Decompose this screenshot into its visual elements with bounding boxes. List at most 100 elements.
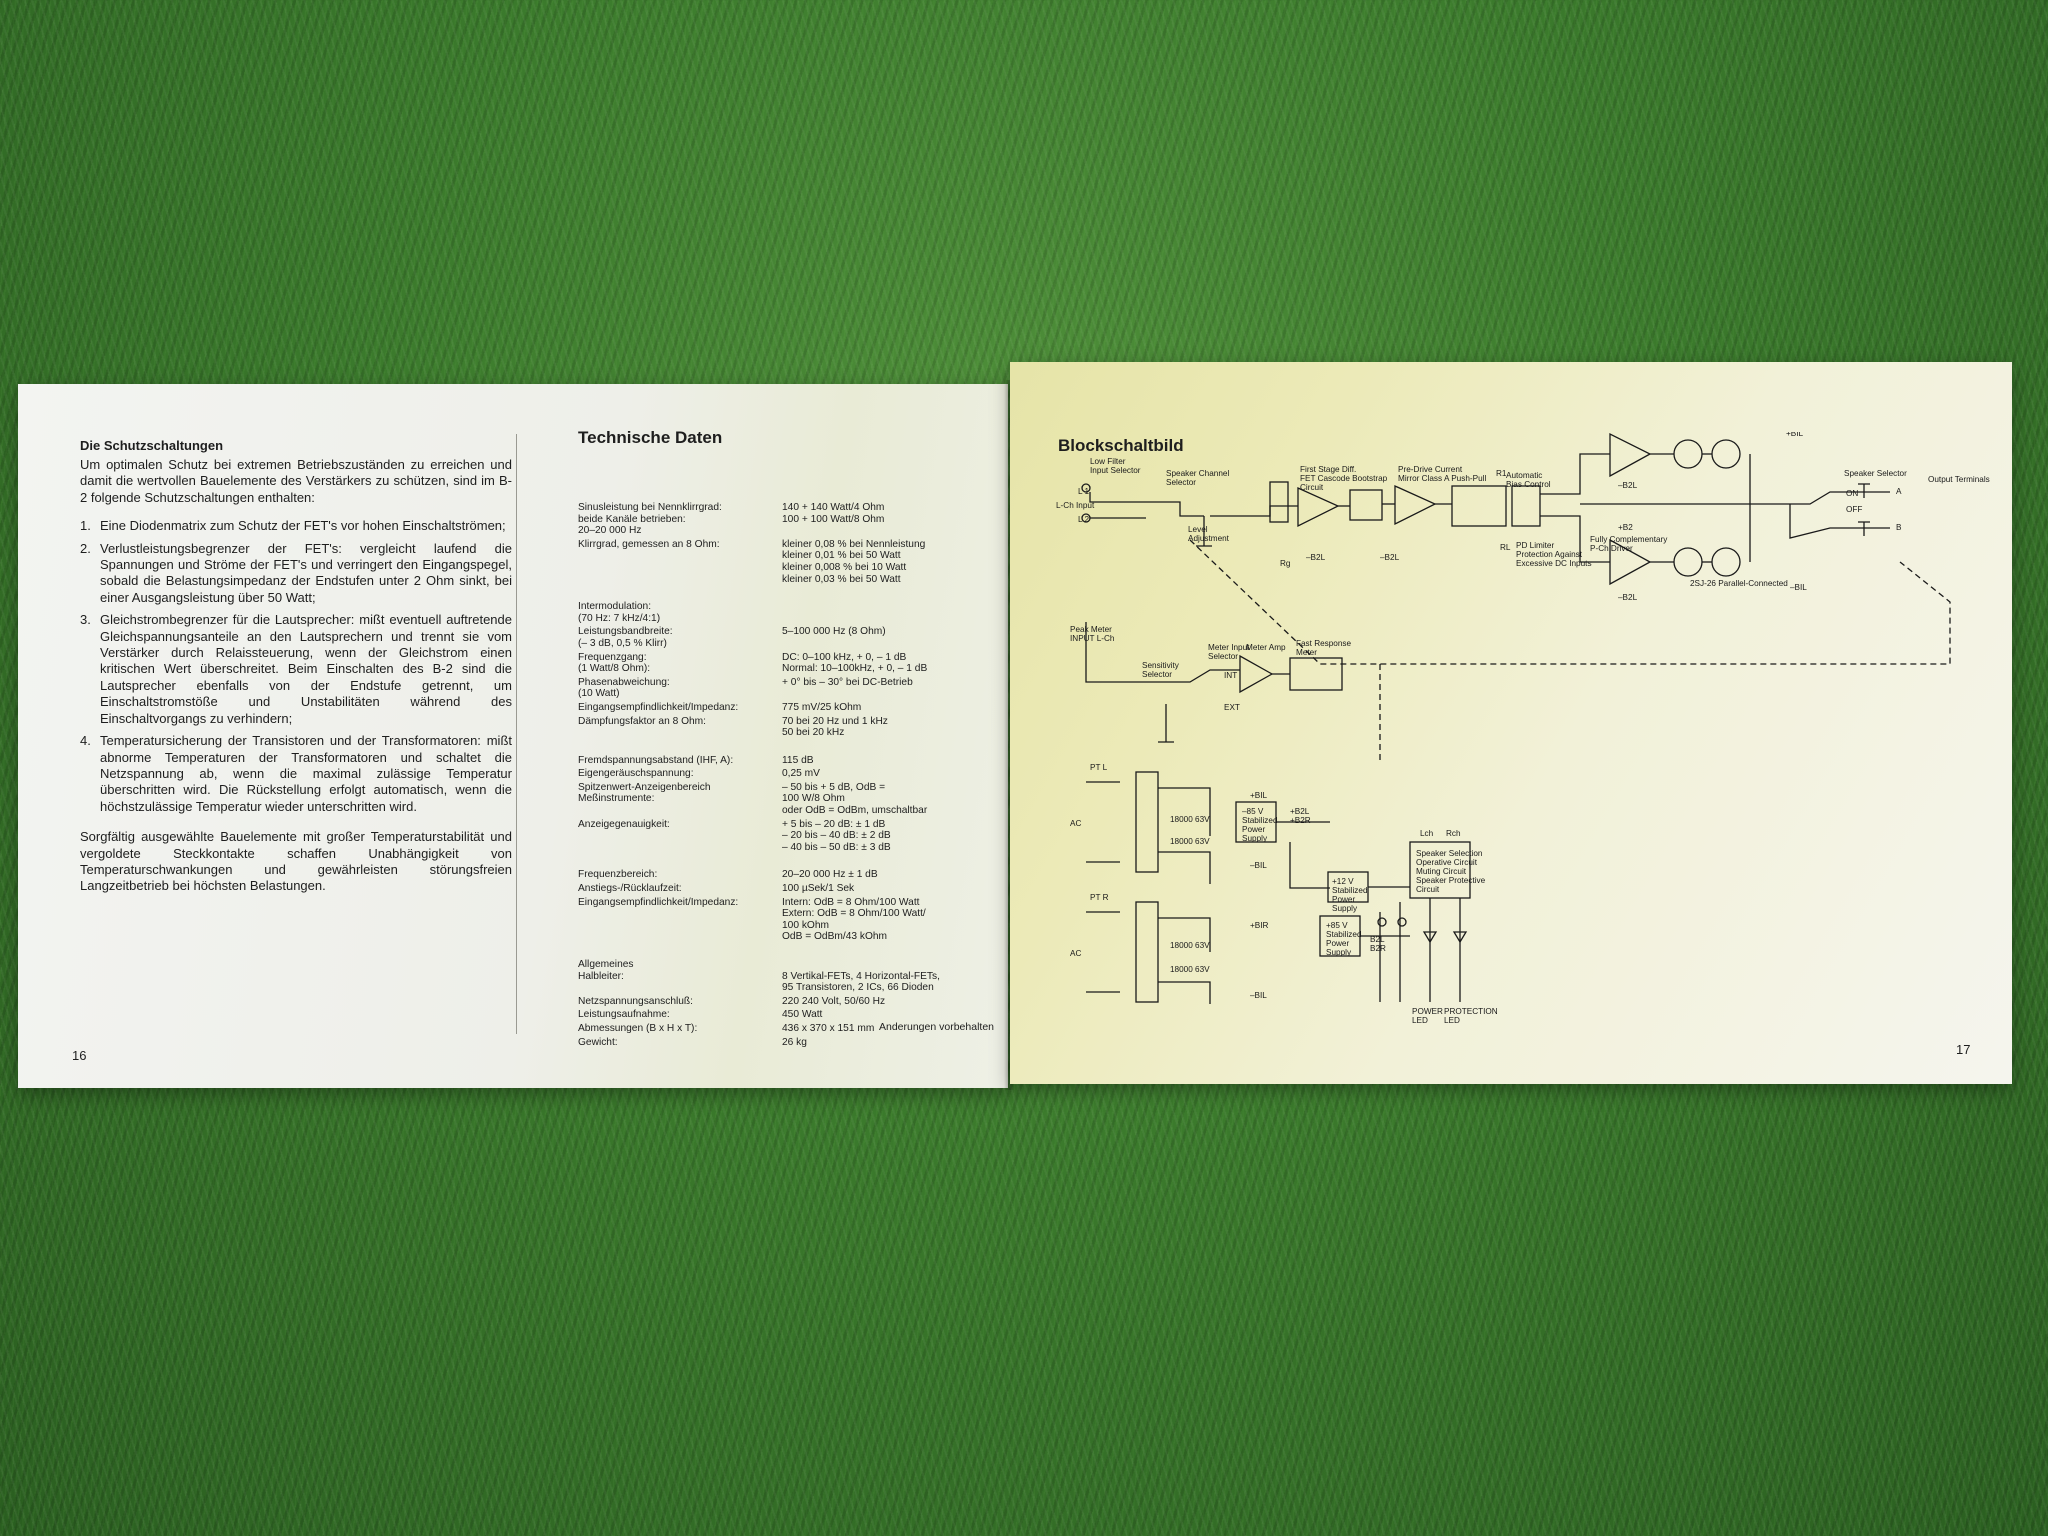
spec-label: Anstiegs-/Rücklaufzeit: (578, 883, 682, 895)
spec-row: Frequenzgang: (1 Watt/8 Ohm): DC: 0–100 k… (578, 652, 978, 675)
spec-row: Allgemeines Halbleiter: 8 Vertikal-FETs,… (578, 959, 978, 994)
label-b2l-neg: –B2L (1380, 553, 1400, 562)
label-r1: R1 (1496, 469, 1507, 478)
spec-value: 450 Watt (782, 1009, 823, 1021)
spec-value: 436 x 370 x 151 mm (782, 1022, 875, 1034)
spec-label: Eingangsempfindlichkeit/Impedanz: (578, 701, 739, 713)
spec-row: Spitzenwert-Anzeigenbereich Meßinstrumen… (578, 782, 978, 817)
spec-row: Frequenzbereich: 20–20 000 Hz ± 1 dB (578, 869, 978, 881)
spec-gap (578, 741, 978, 755)
label-b2: +B2 (1618, 523, 1633, 532)
label-cap: 18000 63V (1170, 941, 1210, 950)
spec-row: Anzeigegenauigkeit: + 5 bis – 20 dB: ± 1 … (578, 819, 978, 854)
spec-value: 140 + 140 Watt/4 Ohm 100 + 100 Watt/8 Oh… (782, 502, 885, 525)
label-b2l-neg: –B2L (1306, 553, 1326, 562)
label-sj26: 2SJ-26 Parallel-Connected (1690, 579, 1788, 588)
tech-heading: Technische Daten (578, 428, 723, 447)
spec-label: Gewicht: (578, 1036, 618, 1048)
spec-label: Fremdspannungsabstand (IHF, A): (578, 754, 734, 766)
spec-label: Klirrgrad, gemessen an 8 Ohm: (578, 538, 720, 550)
label-b2-neg: –B2L (1618, 593, 1638, 602)
label-cap: 18000 63V (1170, 837, 1210, 846)
label-ptr: PT R (1090, 893, 1109, 902)
spec-value: DC: 0–100 kHz, + 0, – 1 dB Normal: 10–10… (782, 651, 928, 675)
spec-row: Phasenabweichung: (10 Watt)+ 0° bis – 30… (578, 677, 978, 700)
spec-gap (578, 587, 978, 601)
label-a: A (1896, 487, 1902, 496)
spec-row: Leistungsaufnahme: 450 Watt (578, 1009, 978, 1021)
label-b2l-neg: –B2L (1618, 481, 1638, 490)
protection-list: 1.Eine Diodenmatrix zum Schutz der FET's… (80, 518, 512, 815)
right-page: Blockschaltbild 17 (1010, 362, 2012, 1084)
spec-label: Frequenzbereich: (578, 869, 658, 881)
spec-value: 220 240 Volt, 50/60 Hz (782, 995, 886, 1007)
spec-value: 5–100 000 Hz (8 Ohm) (782, 626, 886, 638)
spec-value: 100 µSek/1 Sek (782, 883, 855, 895)
tech-column: Technische Daten Sinusleistung bei Nennk… (578, 428, 978, 1050)
spec-row: Gewicht:26 kg (578, 1037, 978, 1049)
spec-row: Eigengeräuschspannung: 0,25 mV (578, 768, 978, 780)
spec-row: Netzspannungsanschluß: 220 240 Volt, 50/6… (578, 996, 978, 1008)
label-speaker-selector: Speaker Selector (1844, 469, 1907, 478)
spec-label: Intermodulation: (70 Hz: 7 kHz/4:1) (578, 601, 661, 624)
spec-row: Abmessungen (B x H x T): 436 x 370 x 151 … (578, 1023, 978, 1035)
label-rch: Rch (1446, 829, 1461, 838)
spec-label: Sinusleistung bei Nennklirrgrad: beide K… (578, 502, 722, 537)
spec-value: + 5 bis – 20 dB: ± 1 dB – 20 bis – 40 dB… (782, 818, 891, 853)
label-cap: 18000 63V (1170, 965, 1210, 974)
label-l1: L 1 (1078, 487, 1090, 496)
spec-label: Eingangsempfindlichkeit/Impedanz: (578, 896, 739, 908)
spec-label: Leistungsaufnahme: (578, 1009, 670, 1021)
label-output-terminals: Output Terminals (1928, 475, 1990, 484)
spec-row: Anstiegs-/Rücklaufzeit: 100 µSek/1 Sek (578, 883, 978, 895)
spec-label: Eigengeräuschspannung: (578, 768, 694, 780)
spec-value: 70 bei 20 Hz und 1 kHz 50 bei 20 kHz (782, 715, 888, 739)
spec-value: + 0° bis – 30° bei DC-Betrieb (782, 676, 913, 688)
block-diagram: +B2L +B2L2SK-76 Parallel-ConnectedFully … (1056, 432, 1990, 1025)
label-cap: 18000 63V (1170, 815, 1210, 824)
spec-label: Abmessungen (B x H x T): (578, 1022, 698, 1034)
spec-value: 8 Vertikal-FETs, 4 Horizontal-FETs, 95 T… (782, 970, 940, 994)
label-bil: +BIL (1786, 432, 1804, 438)
spec-value: Intern: OdB = 8 Ohm/100 Watt Extern: OdB… (782, 896, 926, 943)
spec-label: Anzeigegenauigkeit: (578, 818, 670, 830)
spec-list: Sinusleistung bei Nennklirrgrad: beide K… (578, 502, 978, 1048)
spec-row: Intermodulation: (70 Hz: 7 kHz/4:1) (578, 601, 978, 624)
spec-value: 0,25 mV (782, 768, 820, 780)
label-meter-amp: Meter Amp (1246, 643, 1286, 652)
label-int: INT (1224, 671, 1237, 680)
spec-label: Netzspannungsanschluß: (578, 995, 693, 1007)
label-b2l-b2r-pos: +B2L+B2R (1290, 807, 1311, 825)
label-bil-neg: –BIL (1250, 861, 1267, 870)
label-bil: +BIL (1250, 791, 1268, 800)
spec-value: kleiner 0,08 % bei Nennleistung kleiner … (782, 538, 926, 585)
protection-column: Die Schutzschaltungen Um optimalen Schut… (80, 438, 512, 895)
left-page: Die Schutzschaltungen Um optimalen Schut… (18, 384, 1008, 1088)
spec-value: 20–20 000 Hz ± 1 dB (782, 869, 878, 881)
spec-gap (578, 945, 978, 959)
label-ext: EXT (1224, 703, 1240, 712)
label-bir: +BIR (1250, 921, 1269, 930)
protection-item: 4.Temperatursicherung der Transistoren u… (80, 733, 512, 814)
spec-row: Dämpfungsfaktor an 8 Ohm:70 bei 20 Hz un… (578, 716, 978, 739)
spec-label: Frequenzgang: (1 Watt/8 Ohm): (578, 651, 651, 675)
label-rg: Rg (1280, 559, 1291, 568)
spec-value: 775 mV/25 kOhm (782, 701, 862, 713)
changes-footnote: Anderungen vorbehalten (878, 1021, 994, 1033)
spec-row: Leistungsbandbreite: (– 3 dB, 0,5 % Klir… (578, 626, 978, 649)
label-ac: AC (1070, 949, 1081, 958)
